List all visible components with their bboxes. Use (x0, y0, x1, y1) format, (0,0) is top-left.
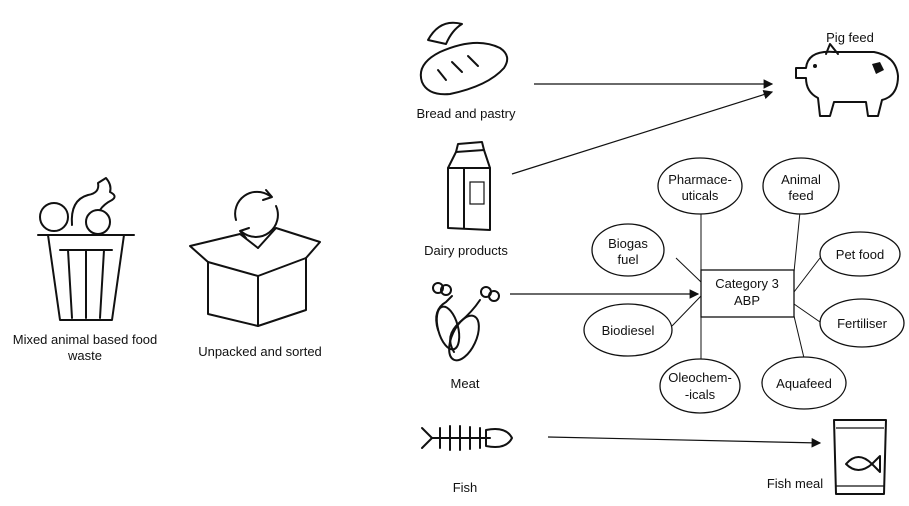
chicken-leg-icon (432, 282, 500, 362)
svg-text:Aquafeed: Aquafeed (776, 376, 832, 391)
svg-text:Biodiesel: Biodiesel (602, 323, 655, 338)
use-biodiesel: Biodiesel (583, 303, 673, 357)
svg-text:feed: feed (788, 188, 813, 203)
hub-connectors (671, 211, 821, 364)
use-biogas-fuel: Biogas fuel (591, 223, 665, 277)
use-aquafeed: Aquafeed (761, 356, 847, 410)
label-bread: Bread and pastry (416, 106, 516, 121)
open-box-recycle-icon (189, 189, 321, 327)
svg-text:Animal: Animal (781, 172, 821, 187)
use-oleochemicals: Oleochem- -icals (659, 358, 741, 414)
hub-line1: Category 3 (715, 276, 779, 291)
flow-arrows (510, 79, 822, 448)
arrow-fish-to-meal (547, 436, 822, 448)
pig-icon (795, 43, 899, 117)
label-fish: Fish (452, 480, 478, 495)
fish-bone-icon (421, 425, 513, 451)
label-dairy: Dairy products (424, 243, 508, 258)
hub-line2: ABP (734, 293, 760, 308)
label-meat: Meat (450, 376, 480, 391)
arrow-dairy-to-pig (511, 89, 774, 175)
svg-text:fuel: fuel (618, 252, 639, 267)
svg-text:Fertiliser: Fertiliser (837, 316, 888, 331)
use-fertiliser: Fertiliser (819, 298, 905, 348)
label-mixed-waste: Mixed animal based food waste (12, 332, 158, 363)
svg-text:-icals: -icals (685, 387, 716, 402)
milk-carton-icon (447, 141, 491, 231)
svg-text:Biogas: Biogas (608, 236, 648, 251)
label-fish-meal: Fish meal (766, 476, 824, 491)
svg-text:Pet food: Pet food (836, 247, 884, 262)
svg-text:Oleochem-: Oleochem- (668, 370, 732, 385)
label-pig-feed: Pig feed (826, 30, 874, 45)
food-bin-icon (37, 177, 135, 321)
category3-abp-node (700, 269, 795, 318)
bread-icon (419, 21, 509, 96)
svg-text:Pharmace-: Pharmace- (668, 172, 732, 187)
svg-text:uticals: uticals (682, 188, 719, 203)
fish-meal-bag-icon (833, 419, 887, 495)
label-unpacked: Unpacked and sorted (198, 344, 322, 359)
use-animal-feed: Animal feed (762, 157, 840, 215)
use-pharmaceuticals: Pharmace- uticals (657, 157, 743, 215)
use-pet-food: Pet food (819, 231, 901, 277)
